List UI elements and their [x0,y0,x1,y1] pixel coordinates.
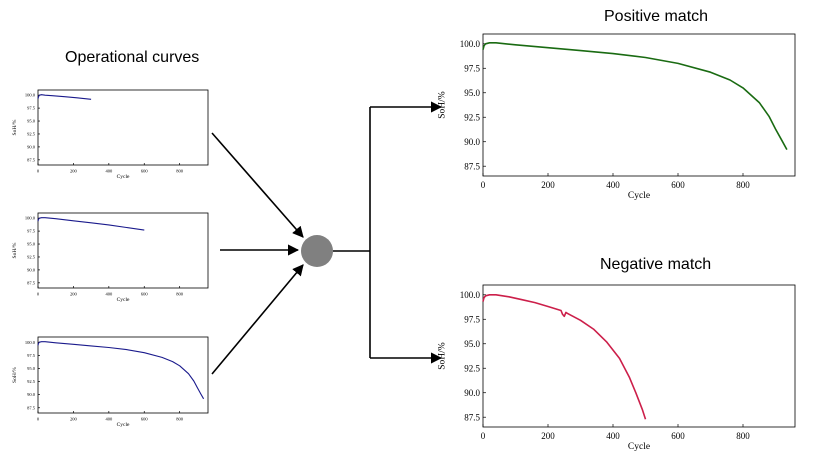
plot-frame [482,33,796,177]
x-tick-label: 600 [671,180,685,190]
y-tick-label: 92.5 [27,255,36,260]
x-axis-label: Cycle [628,442,650,452]
x-tick-label: 200 [541,431,555,441]
x-axis-label: Cycle [117,174,130,180]
y-tick-label: 97.5 [27,106,36,111]
arrow-from-curve-1 [211,132,304,238]
y-tick-label: 92.5 [27,379,36,384]
x-tick-label: 600 [141,417,149,422]
soh-curve [37,94,92,100]
positive-match-chart: 0 200 400 600 800 87.5 90.0 92.5 95.0 97.5 100.0Cy… [438,33,796,201]
y-tick-label: 90.0 [27,392,36,397]
positive-match-heading: Positive match [604,8,709,25]
x-tick-label: 800 [176,169,184,174]
y-tick-label: 87.5 [27,405,36,410]
negative-match-heading: Negative match [600,256,712,273]
y-axis-label: SoH/% [438,91,448,119]
y-tick-label: 100.0 [460,290,481,300]
y-tick-label: 97.5 [27,353,36,358]
plot-frame [37,212,209,289]
y-axis-label: SoH/% [438,342,448,370]
y-tick-label: 95.0 [464,88,480,98]
x-tick-label: 600 [141,292,149,297]
y-tick-label: 92.5 [27,132,36,137]
x-axis-label: Cycle [117,297,130,303]
x-tick-label: 800 [736,180,750,190]
x-axis-label: Cycle [628,191,650,201]
y-tick-label: 100.0 [25,93,36,98]
x-tick-label: 400 [606,431,620,441]
x-tick-label: 0 [481,180,486,190]
plot-frame [37,89,209,166]
y-tick-label: 90.0 [464,388,480,398]
x-axis-label: Cycle [117,422,130,428]
matching-hub-node [301,235,333,267]
y-tick-label: 90.0 [27,144,36,149]
operational-chart-1: 0 200 400 600 800 87.5 90.0 92.5 95.0 97.5 100.0Cy… [12,89,209,180]
y-tick-label: 95.0 [27,119,36,124]
y-axis-label: SoH/% [12,242,18,258]
x-tick-label: 200 [70,292,78,297]
x-tick-label: 200 [70,417,78,422]
y-tick-label: 95.0 [464,339,480,349]
x-tick-label: 600 [141,169,149,174]
x-tick-label: 800 [176,417,184,422]
x-tick-label: 0 [481,431,486,441]
y-tick-label: 95.0 [27,366,36,371]
plot-frame [482,284,796,428]
y-tick-label: 100.0 [25,216,36,221]
y-tick-label: 95.0 [27,242,36,247]
plot-frame [37,336,209,414]
x-tick-label: 600 [671,431,685,441]
soh-curve [37,341,205,400]
soh-curve [37,217,145,231]
x-tick-label: 400 [105,417,113,422]
y-tick-label: 87.5 [27,280,36,285]
y-tick-label: 97.5 [464,63,480,73]
y-tick-label: 97.5 [27,229,36,234]
y-tick-label: 100.0 [460,39,481,49]
operational-chart-2: 0 200 400 600 800 87.5 90.0 92.5 95.0 97.5 100.0Cy… [12,212,209,303]
flow-arrows [211,101,443,375]
y-tick-label: 92.5 [464,112,480,122]
x-tick-label: 400 [105,292,113,297]
y-tick-label: 100.0 [25,340,36,345]
y-tick-label: 97.5 [464,314,480,324]
soh-curve [482,293,647,420]
x-tick-label: 0 [37,417,40,422]
y-axis-label: SoH/% [12,367,18,383]
x-tick-label: 400 [105,169,113,174]
arrow-from-curve-3 [211,264,304,375]
x-tick-label: 200 [541,180,555,190]
y-tick-label: 92.5 [464,363,480,373]
x-tick-label: 800 [176,292,184,297]
y-tick-label: 90.0 [464,137,480,147]
y-tick-label: 87.5 [27,157,36,162]
x-tick-label: 800 [736,431,750,441]
y-tick-label: 87.5 [464,412,480,422]
y-axis-label: SoH/% [12,119,18,135]
operational-chart-3: 0 200 400 600 800 87.5 90.0 92.5 95.0 97.5 100.0Cy… [12,336,209,428]
x-tick-label: 0 [37,292,40,297]
y-tick-label: 87.5 [464,161,480,171]
negative-match-chart: 0 200 400 600 800 87.5 90.0 92.5 95.0 97.5 100.0Cy… [438,284,796,452]
x-tick-label: 0 [37,169,40,174]
x-tick-label: 400 [606,180,620,190]
operational-curves-heading: Operational curves [65,49,200,66]
soh-curve [482,41,788,150]
y-tick-label: 90.0 [27,267,36,272]
x-tick-label: 200 [70,169,78,174]
